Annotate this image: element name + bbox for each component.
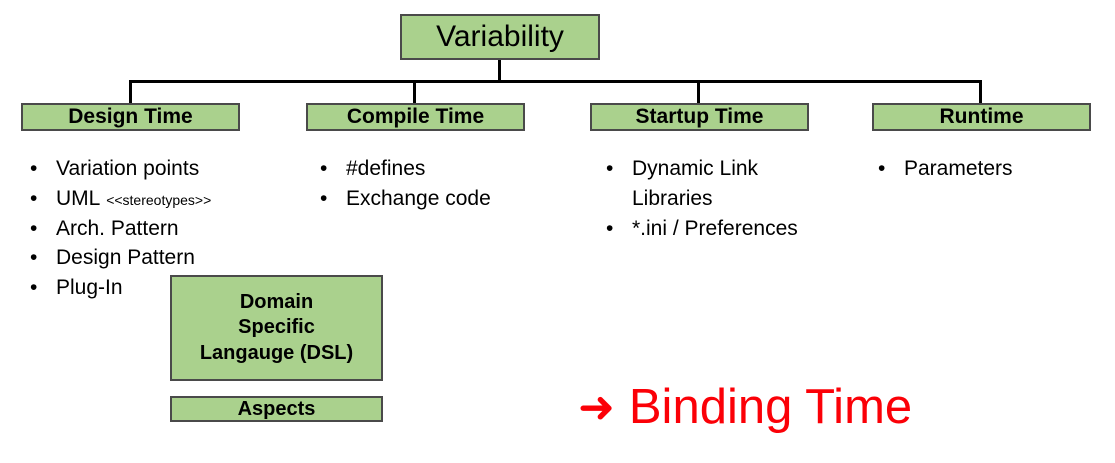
header-compile-time: Compile Time [306, 103, 525, 131]
bullet-icon: • [30, 186, 38, 210]
bullet-list-startup-time: • Dynamic Link Libraries • *.ini / Prefe… [606, 154, 856, 243]
bullet-list-design-time: • Variation points • UML <<stereotypes>>… [30, 154, 290, 303]
binding-time-label: Binding Time [628, 380, 913, 434]
bullet-icon: • [320, 157, 328, 180]
list-item: • *.ini / Preferences [606, 214, 856, 244]
list-item: • #defines [320, 154, 550, 184]
connector-root-stem [498, 60, 501, 82]
list-item-label: Arch. Pattern [56, 216, 179, 240]
node-domain-specific-language: Domain Specific Langauge (DSL) [170, 275, 383, 381]
header-runtime-label: Runtime [939, 105, 1024, 128]
bullet-list-runtime: • Parameters [878, 154, 1098, 184]
list-item: • Design Pattern [30, 243, 290, 273]
bullet-icon: • [878, 157, 886, 180]
bullet-icon: • [30, 216, 38, 240]
list-item-label: Dynamic Link Libraries [632, 157, 759, 210]
dsl-line-2: Specific [238, 316, 315, 339]
bullet-icon: • [30, 157, 38, 180]
list-item-label: UML [56, 186, 101, 210]
list-item: • Parameters [878, 154, 1098, 184]
list-item: • Dynamic Link Libraries [606, 154, 856, 214]
list-item-note: <<stereotypes>> [106, 191, 212, 208]
connector-horizontal-bus [129, 80, 982, 83]
list-item: • Plug-In [30, 273, 290, 303]
connector-drop-startup-time [697, 80, 700, 106]
bullet-icon: • [606, 216, 614, 240]
bullet-icon: • [30, 246, 38, 270]
list-item: • UML <<stereotypes>> [30, 184, 290, 214]
header-design-time: Design Time [21, 103, 240, 131]
list-item-label: Exchange code [346, 186, 491, 210]
header-runtime: Runtime [872, 103, 1091, 131]
list-item-label: #defines [346, 157, 426, 180]
right-arrow-icon: ➜ [578, 381, 615, 433]
node-variability-label: Variability [436, 20, 564, 53]
list-item: • Variation points [30, 154, 290, 184]
header-startup-time-label: Startup Time [635, 105, 764, 128]
list-item-label: Design Pattern [56, 246, 195, 270]
connector-drop-compile-time [413, 80, 416, 106]
list-item: • Exchange code [320, 184, 550, 214]
header-startup-time: Startup Time [590, 103, 809, 131]
bullet-list-compile-time: • #defines • Exchange code [320, 154, 550, 214]
connector-drop-runtime [979, 80, 982, 106]
dsl-line-1: Domain [239, 290, 314, 313]
node-aspects-label: Aspects [237, 397, 316, 420]
list-item-label: *.ini / Preferences [632, 216, 798, 240]
header-design-time-label: Design Time [68, 105, 193, 128]
list-item-label: Parameters [904, 157, 1013, 180]
binding-time-callout: ➜ Binding Time [578, 383, 912, 432]
bullet-icon: • [320, 186, 328, 210]
list-item-label: Plug-In [56, 276, 123, 300]
dsl-line-3: Langauge (DSL) [199, 341, 354, 364]
bullet-icon: • [606, 157, 614, 180]
list-item: • Arch. Pattern [30, 214, 290, 244]
connector-drop-design-time [129, 80, 132, 106]
node-variability: Variability [400, 14, 600, 60]
bullet-icon: • [30, 276, 38, 300]
node-aspects: Aspects [170, 396, 383, 422]
header-compile-time-label: Compile Time [346, 105, 485, 128]
list-item-label: Variation points [56, 157, 200, 180]
